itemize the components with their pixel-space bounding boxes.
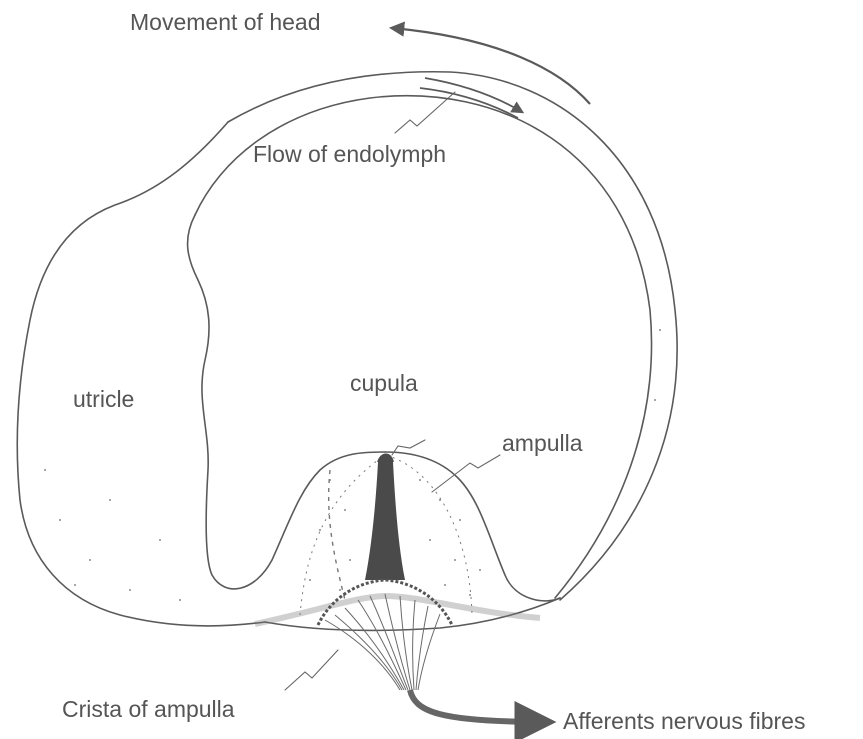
crista-leader-line: [285, 650, 338, 690]
hair-bundle: [365, 462, 405, 580]
label-flow-of-endolymph: Flow of endolymph: [253, 141, 446, 167]
ampulla-outline: [385, 452, 560, 601]
label-cupula: cupula: [350, 370, 418, 396]
label-afferent-fibres: Afferents nervous fibres: [563, 708, 805, 734]
canal-inner-wall: [195, 96, 652, 598]
hair-bundle-tip: [378, 455, 393, 463]
label-crista-of-ampulla: Crista of ampulla: [62, 696, 235, 722]
label-ampulla: ampulla: [502, 430, 583, 456]
nerve-fibres: [325, 594, 440, 690]
label-movement-of-head: Movement of head: [130, 9, 321, 35]
crista-base-band: [255, 596, 540, 624]
cupula-inner-dashes: [329, 470, 345, 600]
afferent-arrow: [410, 690, 548, 722]
endolymph-flow-arrows: [420, 78, 522, 118]
movement-arrow: [392, 28, 590, 104]
utricle-boundary: [188, 215, 385, 589]
label-utricle: utricle: [73, 386, 134, 412]
utricle-outline: [17, 122, 265, 626]
